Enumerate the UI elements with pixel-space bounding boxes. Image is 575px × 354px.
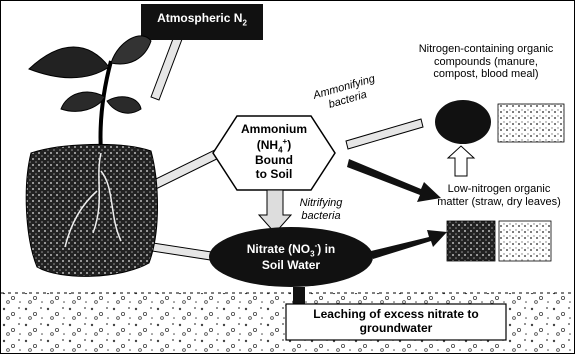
low-nitrogen-label: Low-nitrogen organic matter (straw, dry …	[425, 183, 573, 208]
arrow-nitrate-to-organic	[371, 230, 447, 259]
nitrifying-arrow	[259, 190, 291, 233]
nitrifying-bacteria-label: Nitrifying bacteria	[291, 197, 351, 222]
leaching-label: Leaching of excess nitrate to groundwate…	[286, 308, 506, 336]
plant-illustration	[26, 36, 157, 276]
compost-image	[435, 100, 491, 144]
arrow-up-to-organic	[448, 146, 474, 176]
nitrate-label: Nitrate (NO3-) in Soil Water	[213, 241, 369, 272]
ammonium-label: Ammonium (NH4+) Bound to Soil	[237, 123, 311, 182]
blood-meal-image	[498, 104, 564, 142]
straw-image	[447, 221, 495, 261]
atmospheric-n2-label: Atmospheric N2	[141, 12, 263, 28]
dry-leaves-image	[499, 221, 551, 261]
organic-compounds-label: Nitrogen-containing organic compounds (m…	[401, 43, 571, 81]
